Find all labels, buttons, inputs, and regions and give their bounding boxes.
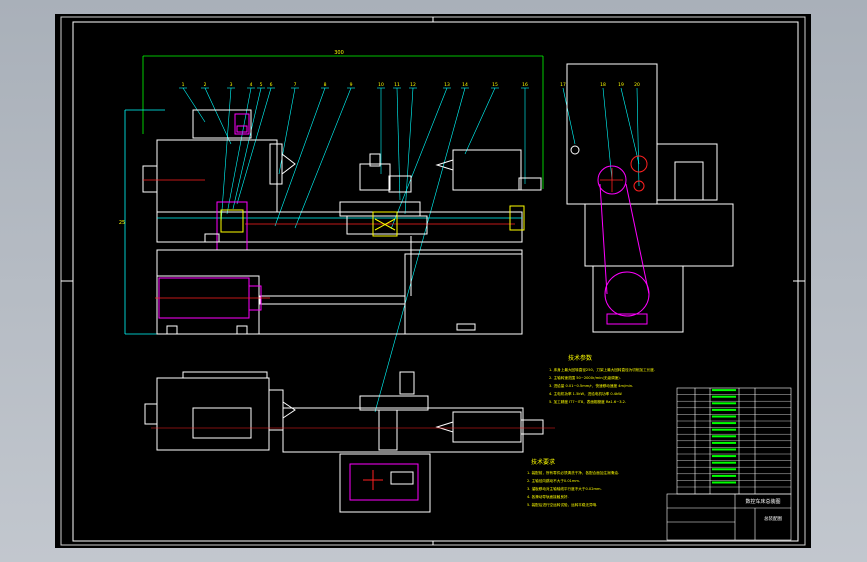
balloon-label: 18 bbox=[600, 82, 606, 88]
parts-row-entry bbox=[712, 448, 736, 451]
balloon-label: 1 bbox=[182, 82, 185, 88]
parts-row-entry bbox=[712, 408, 736, 411]
parts-row-entry bbox=[712, 441, 736, 444]
top-headstock bbox=[156, 377, 270, 451]
balloon-label: 6 bbox=[270, 82, 273, 88]
lower-pulley bbox=[604, 271, 650, 317]
upper-pulley bbox=[597, 165, 627, 195]
machine-base bbox=[156, 249, 523, 335]
front-view bbox=[142, 109, 542, 335]
parts-row-entry bbox=[712, 474, 736, 477]
note-line: 4. 各滑动导轨面接触良好. bbox=[527, 494, 569, 499]
leader-line bbox=[278, 87, 296, 175]
parts-row-entry bbox=[712, 461, 736, 464]
leader-line bbox=[396, 87, 401, 201]
note-line: 2. 主轴径向跳动不大于0.01mm. bbox=[527, 478, 580, 483]
dimension-top-text: 300 bbox=[334, 50, 344, 56]
balloon-label: 3 bbox=[230, 82, 233, 88]
leader-line bbox=[204, 87, 232, 145]
leader-line bbox=[226, 87, 252, 215]
balloon-label: 9 bbox=[350, 82, 353, 88]
title-block bbox=[666, 493, 792, 541]
top-dimension: 300 bbox=[142, 50, 544, 189]
note-line: 2. 主轴转速范围 50~2000r/min(无级调速). bbox=[549, 375, 621, 380]
carriage bbox=[339, 201, 421, 217]
tailstock bbox=[452, 149, 522, 191]
parts-row-entry bbox=[712, 428, 736, 431]
headstock bbox=[156, 139, 278, 213]
leader-line bbox=[236, 87, 272, 205]
balloon-label: 20 bbox=[634, 82, 640, 88]
parts-row-entry bbox=[712, 395, 736, 398]
balloon-label: 12 bbox=[410, 82, 416, 88]
balloon-label: 7 bbox=[294, 82, 297, 88]
parts-row-entry bbox=[712, 422, 736, 425]
parts-row-entry bbox=[712, 468, 736, 471]
tech-params-list: 1. 床身上最大回转直径250，刀架上最大回转直径为切削加工长度. 2. 主轴转速… bbox=[549, 367, 655, 404]
note-line: 3. 溜板移动对主轴轴线平行度不大于0.02mm. bbox=[527, 486, 602, 491]
balloon-label: 2 bbox=[204, 82, 207, 88]
title-block-title: 数控车床总装图 bbox=[745, 498, 780, 505]
parts-rows bbox=[677, 389, 791, 488]
title-block-drawing-no: 总装配图 bbox=[764, 515, 782, 522]
balloon-label: 11 bbox=[394, 82, 400, 88]
top-bed bbox=[282, 407, 524, 453]
note-line: 1. 装配前，所有零件必须清洗干净，各配合面加注润滑油. bbox=[527, 470, 619, 475]
balloon-label: 17 bbox=[560, 82, 566, 88]
side-view bbox=[566, 63, 734, 333]
leader-line bbox=[294, 87, 352, 229]
balloon-label: 14 bbox=[462, 82, 468, 88]
leader-line bbox=[274, 87, 326, 227]
balloon-label: 5 bbox=[260, 82, 263, 88]
balloon-label: 16 bbox=[522, 82, 528, 88]
parts-row-entry bbox=[712, 455, 736, 458]
top-view bbox=[144, 371, 555, 513]
tool-post bbox=[359, 163, 391, 191]
balloon-label: 4 bbox=[250, 82, 253, 88]
inner-frame bbox=[72, 21, 799, 542]
parts-row-entry bbox=[712, 402, 736, 405]
tech-req-list: 1. 装配前，所有零件必须清洗干净，各配合面加注润滑油. 2. 主轴径向跳动不大于… bbox=[527, 470, 619, 507]
leader-line bbox=[464, 87, 496, 155]
leader-line bbox=[390, 87, 448, 230]
note-line: 5. 加工精度 IT7~IT8，表面粗糙度 Ra1.6~3.2. bbox=[549, 399, 626, 404]
tech-params-title: 技术参数 bbox=[568, 354, 592, 362]
leader-line bbox=[220, 87, 232, 225]
balloon-label: 13 bbox=[444, 82, 450, 88]
balloon-label: 15 bbox=[492, 82, 498, 88]
outer-frame bbox=[60, 16, 806, 546]
left-dimension: 25 bbox=[119, 109, 235, 335]
parts-row-entry bbox=[712, 389, 736, 392]
note-line: 5. 装配后进行空运转试验，运转平稳无异响. bbox=[527, 502, 597, 507]
note-line: 3. 进给量 0.01~0.5mm/r，快速移动速度 4m/min. bbox=[549, 383, 633, 388]
note-line: 1. 床身上最大回转直径250，刀架上最大回转直径为切削加工长度. bbox=[549, 367, 655, 372]
note-line: 4. 主电机功率 1.5kW，进给电机功率 0.4kW. bbox=[549, 391, 622, 396]
control-panel bbox=[192, 109, 252, 139]
parts-row-entry bbox=[712, 481, 736, 484]
leader-line bbox=[232, 87, 262, 210]
top-tailstock bbox=[452, 411, 522, 443]
parts-row-entry bbox=[712, 415, 736, 418]
balloon-label: 8 bbox=[324, 82, 327, 88]
leader-line bbox=[182, 87, 206, 123]
top-apron bbox=[339, 453, 431, 513]
leader-line bbox=[404, 87, 414, 215]
balloon-label: 10 bbox=[378, 82, 384, 88]
balloon-label: 19 bbox=[618, 82, 624, 88]
dimension-left-text: 25 bbox=[119, 220, 125, 226]
parts-row-entry bbox=[712, 435, 736, 438]
tech-req-title: 技术要求 bbox=[531, 458, 555, 466]
